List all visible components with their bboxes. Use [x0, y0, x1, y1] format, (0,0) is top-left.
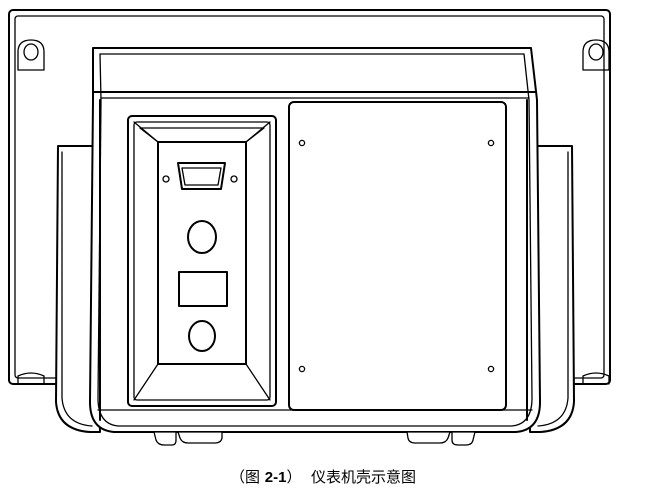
caption-open: （图	[229, 468, 265, 486]
left-top-boss	[17, 39, 45, 71]
cover-screw-2	[487, 139, 495, 147]
plate-screw-2	[230, 175, 238, 183]
right-top-boss	[582, 39, 610, 71]
cover-screw-1	[298, 139, 306, 147]
caption-text: 仪表机壳示意图	[311, 468, 417, 486]
left-bottom-foot	[17, 372, 45, 385]
right-side-wing	[529, 145, 575, 433]
cover-screw-3	[298, 365, 306, 373]
serial-port-connector	[177, 162, 226, 190]
cover-panel	[288, 101, 507, 411]
switch-cutout	[178, 271, 228, 307]
figure-caption: （图 2-1） 仪表机壳示意图	[0, 466, 646, 489]
caption-figure-number: 2-1	[264, 469, 287, 486]
connector-panel	[127, 115, 277, 407]
cable-gland-2	[188, 320, 216, 352]
bottom-feet	[153, 431, 476, 446]
right-bottom-foot	[582, 372, 610, 385]
caption-close: ）	[286, 468, 302, 486]
left-side-wing	[55, 145, 101, 433]
cable-gland-1	[187, 220, 217, 254]
plate-screw-1	[162, 175, 170, 183]
cover-screw-4	[487, 365, 495, 373]
